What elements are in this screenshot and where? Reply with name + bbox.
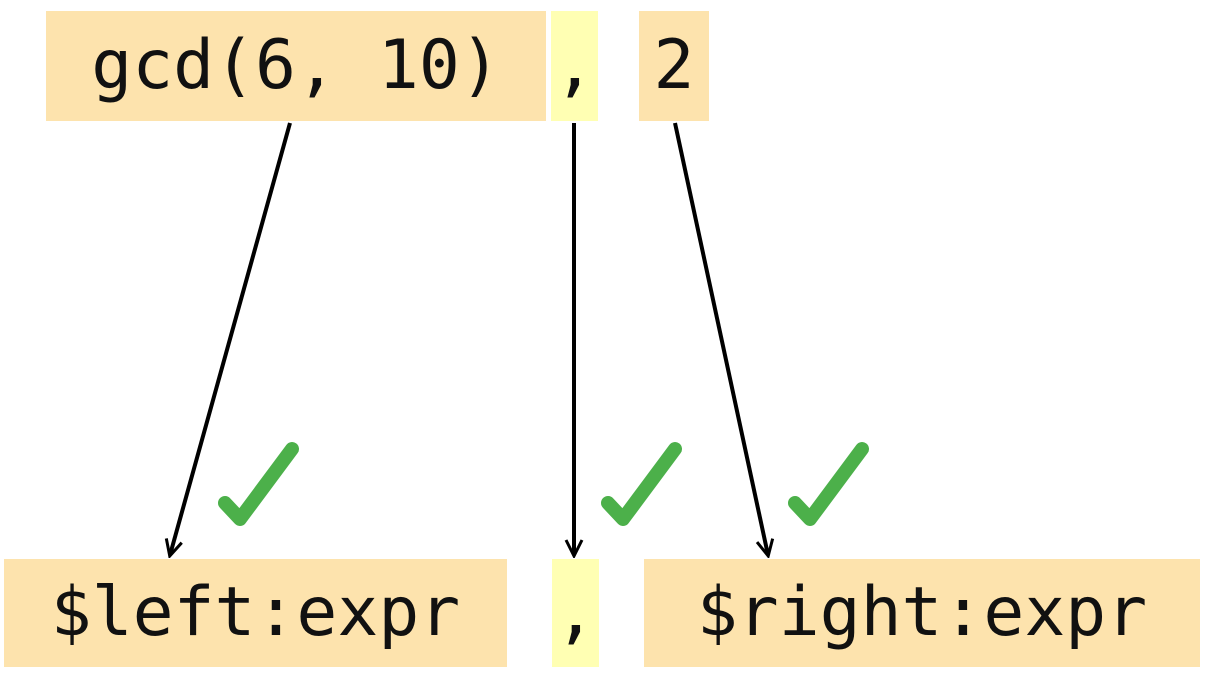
source-token-gcd-call: gcd(6, 10)	[46, 11, 546, 121]
pattern-token-comma: ,	[552, 559, 599, 667]
source-token-two: 2	[639, 11, 709, 121]
checkmark-icon	[601, 442, 682, 526]
pattern-token-left-expr: $left:expr	[4, 559, 507, 667]
checkmark-icon	[788, 442, 869, 526]
checkmark-icon	[218, 442, 299, 526]
pattern-token-right-expr: $right:expr	[644, 559, 1200, 667]
arrow-call-to-left	[170, 122, 292, 555]
arrow-two-to-right	[673, 122, 768, 555]
source-token-comma: ,	[551, 11, 598, 121]
